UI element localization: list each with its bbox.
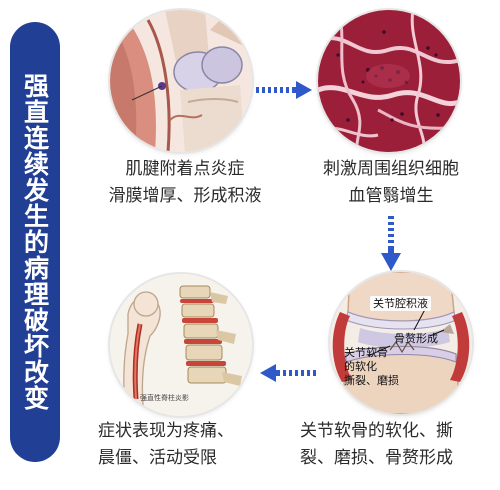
knee-joint-illustration: 关节腔积液 骨赘形成 关节软骨 的软化 撕裂、磨损 (330, 272, 472, 414)
step-4-line-2: 晨僵、活动受限 (98, 448, 217, 468)
step-1-line-1: 肌腱附着点炎症 (125, 159, 245, 179)
step-1-line-2: 滑膜增厚、形成积液 (108, 186, 262, 206)
arrow-down-icon (381, 216, 401, 271)
label-cartilage-3: 撕裂、磨损 (344, 374, 399, 387)
arrow-left-icon (260, 364, 316, 382)
title-banner: 强直连续发生的病理破坏改变 (10, 22, 60, 462)
label-cartilage-2: 的软化 (344, 360, 377, 373)
step-2-line-2: 血管翳增生 (348, 186, 434, 206)
step-2-line-1: 刺激周围组织细胞 (323, 159, 459, 179)
step-4-caption: 症状表现为疼痛、 晨僵、活动受限 (98, 418, 234, 472)
banner-notch (0, 43, 10, 59)
label-joint-effusion: 关节腔积液 (370, 296, 431, 311)
step-1-caption: 肌腱附着点炎症 滑膜增厚、形成积液 (98, 156, 272, 210)
tendon-illustration (110, 10, 252, 152)
arrow-right-icon (256, 81, 312, 99)
label-cartilage-1: 关节软骨 (344, 346, 388, 359)
step-4-line-1: 症状表现为疼痛、 (98, 421, 234, 441)
banner-title: 强直连续发生的病理破坏改变 (20, 73, 50, 411)
step-3-line-2: 裂、磨损、骨赘形成 (300, 448, 453, 468)
tissue-micrograph (318, 10, 460, 152)
step-3-caption: 关节软骨的软化、撕 裂、磨损、骨赘形成 (300, 418, 453, 472)
label-osteophyte: 骨赘形成 (394, 332, 438, 345)
step-2-caption: 刺激周围组织细胞 血管翳增生 (300, 156, 482, 210)
step-3-line-1: 关节软骨的软化、撕 (300, 421, 453, 441)
spine-caption: 强直性脊柱炎影 (140, 394, 189, 402)
spine-posture-illustration: 强直性脊柱炎影 (110, 274, 252, 416)
